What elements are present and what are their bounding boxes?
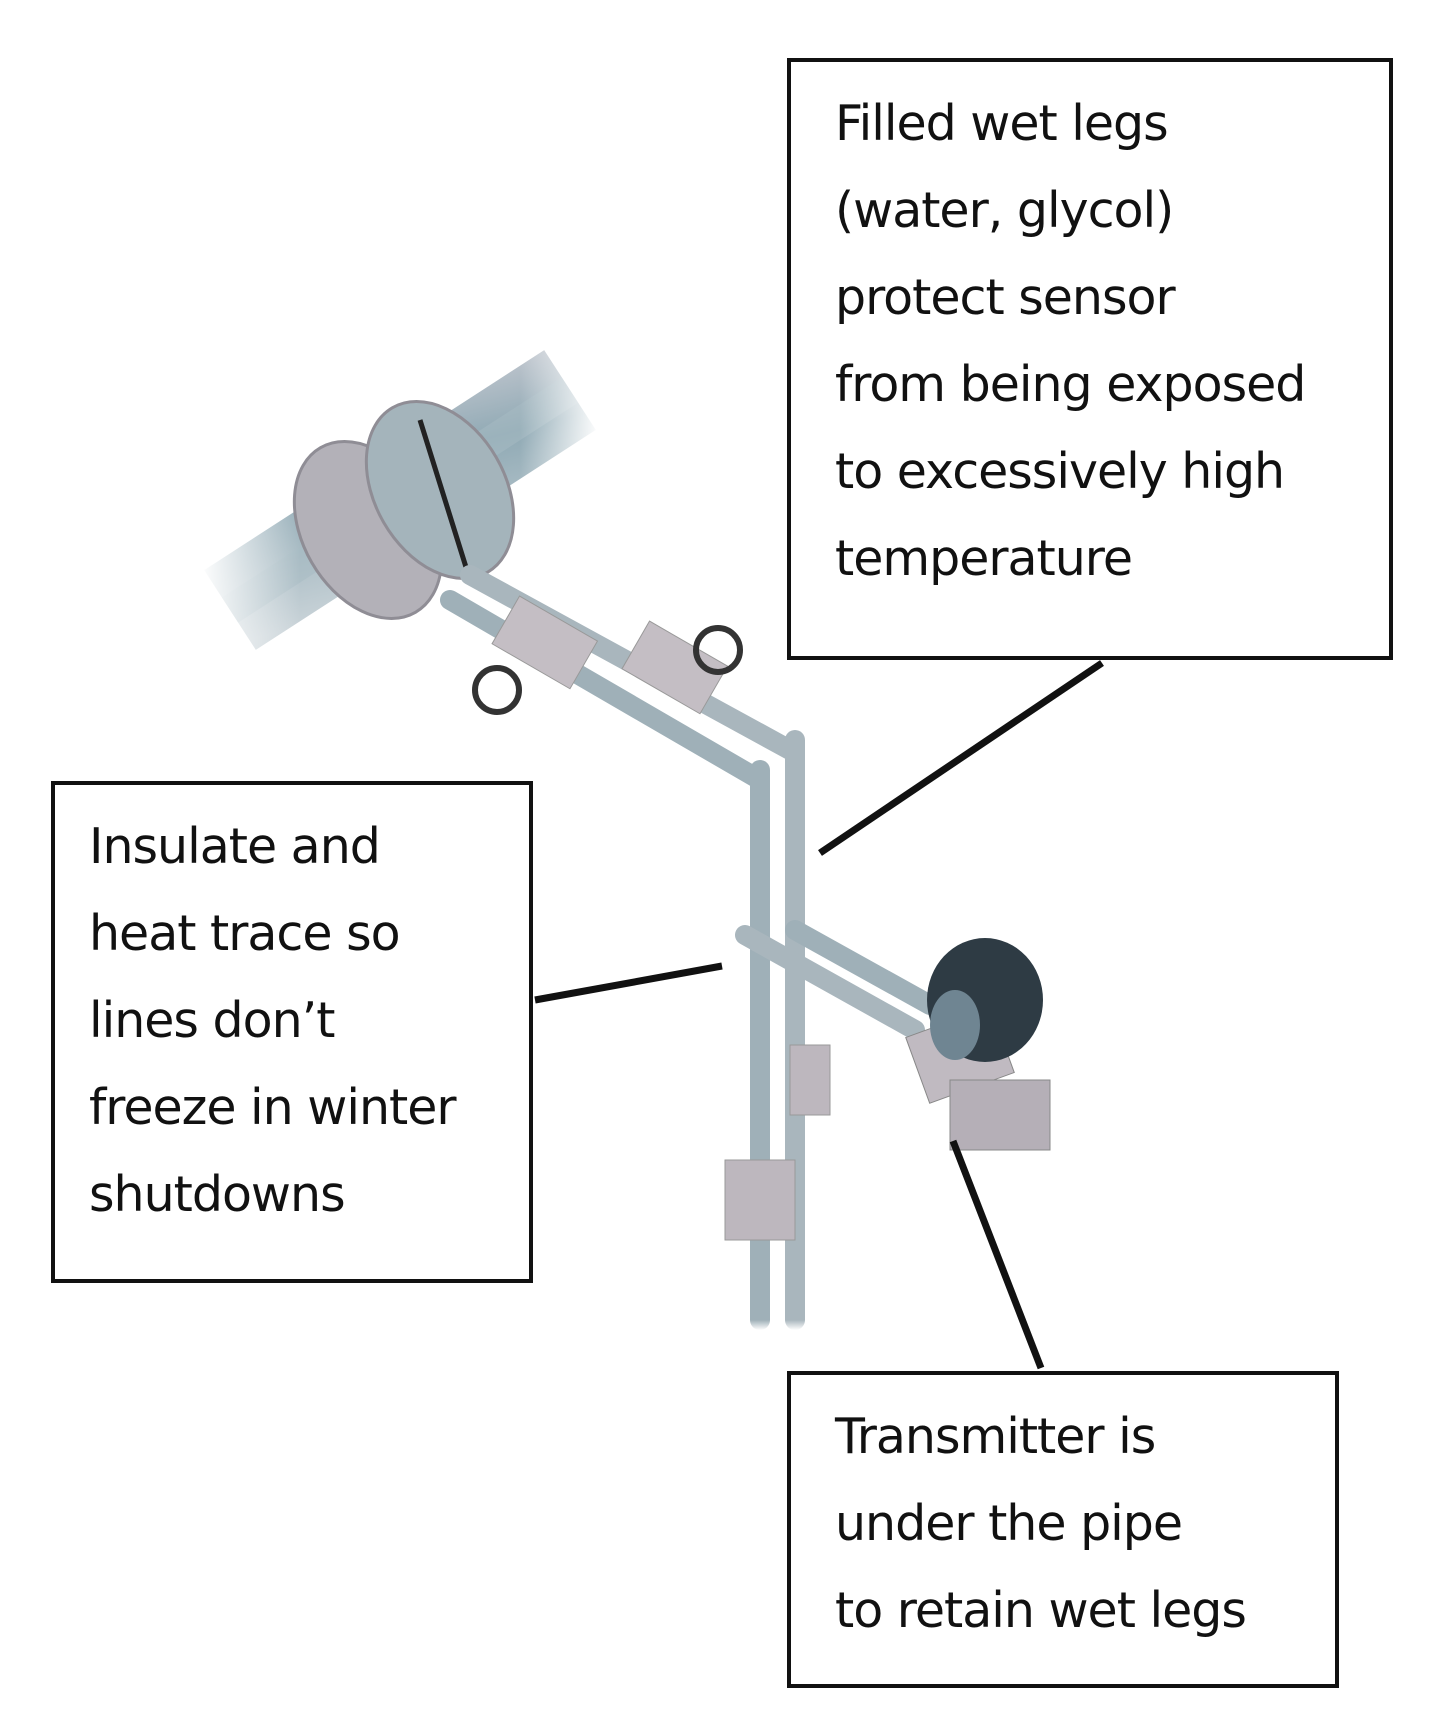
callout-line: Transmitter is: [835, 1408, 1156, 1465]
callout-line: Filled wet legs: [835, 95, 1169, 152]
callout-transmitter: Transmitter is under the pipe to retain …: [787, 1371, 1339, 1688]
leader-left: [534, 962, 723, 1004]
callout-line: heat trace so: [89, 905, 401, 962]
callout-wet-legs: Filled wet legs (water, glycol) protect …: [787, 58, 1393, 660]
transmitter: [905, 938, 1051, 1151]
callout-line: to excessively high: [835, 443, 1285, 500]
callout-line: under the pipe: [835, 1495, 1183, 1552]
leader-top: [818, 660, 1104, 856]
orifice-flange: [292, 400, 516, 620]
callout-line: shutdowns: [89, 1166, 346, 1223]
callout-line: Insulate and: [89, 818, 381, 875]
callout-line: lines don’t: [89, 992, 335, 1049]
callout-line: temperature: [835, 530, 1133, 587]
leader-bottom: [949, 1139, 1045, 1370]
leader-lines: [534, 660, 1104, 1370]
callout-line: (water, glycol): [835, 182, 1174, 239]
callout-line: to retain wet legs: [835, 1582, 1247, 1639]
callout-insulate: Insulate and heat trace so lines don’t f…: [51, 781, 533, 1283]
callout-line: protect sensor: [835, 269, 1176, 326]
impulse-lines: [440, 565, 940, 1330]
callout-line: from being exposed: [835, 356, 1306, 413]
callout-line: freeze in winter: [89, 1079, 457, 1136]
